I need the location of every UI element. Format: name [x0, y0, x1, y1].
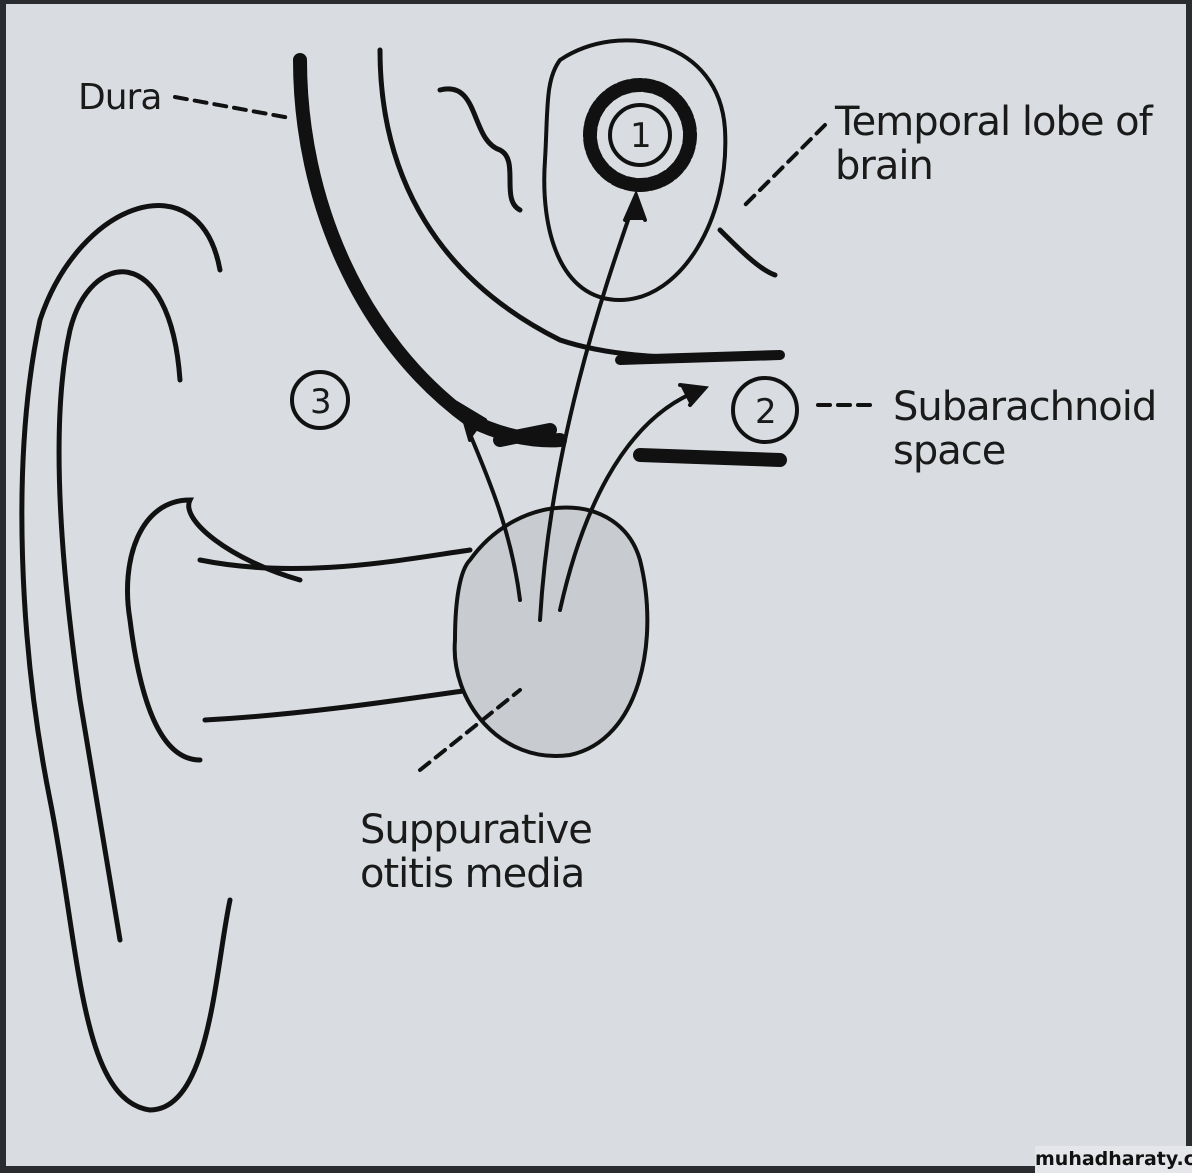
label-dura: Dura	[78, 77, 162, 118]
spread-arrows	[456, 189, 710, 622]
leader-lines	[173, 95, 872, 772]
label-temporal-lobe: Temporal lobe of brain	[835, 99, 1153, 189]
skull-layers	[293, 47, 787, 467]
circle-3-icon	[290, 370, 350, 430]
outer-ear	[19, 203, 473, 1113]
middle-ear-infection	[452, 505, 650, 759]
watermark: muhadharaty.com	[1035, 1146, 1192, 1173]
number-1: 1	[630, 116, 652, 156]
label-subarachnoid: Subarachnoid space	[893, 384, 1157, 474]
label-otitis-media: Suppurative otitis media	[360, 807, 593, 897]
number-2: 2	[755, 392, 777, 432]
number-3: 3	[310, 382, 332, 422]
temporal-lobe-abscess	[542, 38, 778, 303]
circle-2-icon	[731, 376, 799, 444]
